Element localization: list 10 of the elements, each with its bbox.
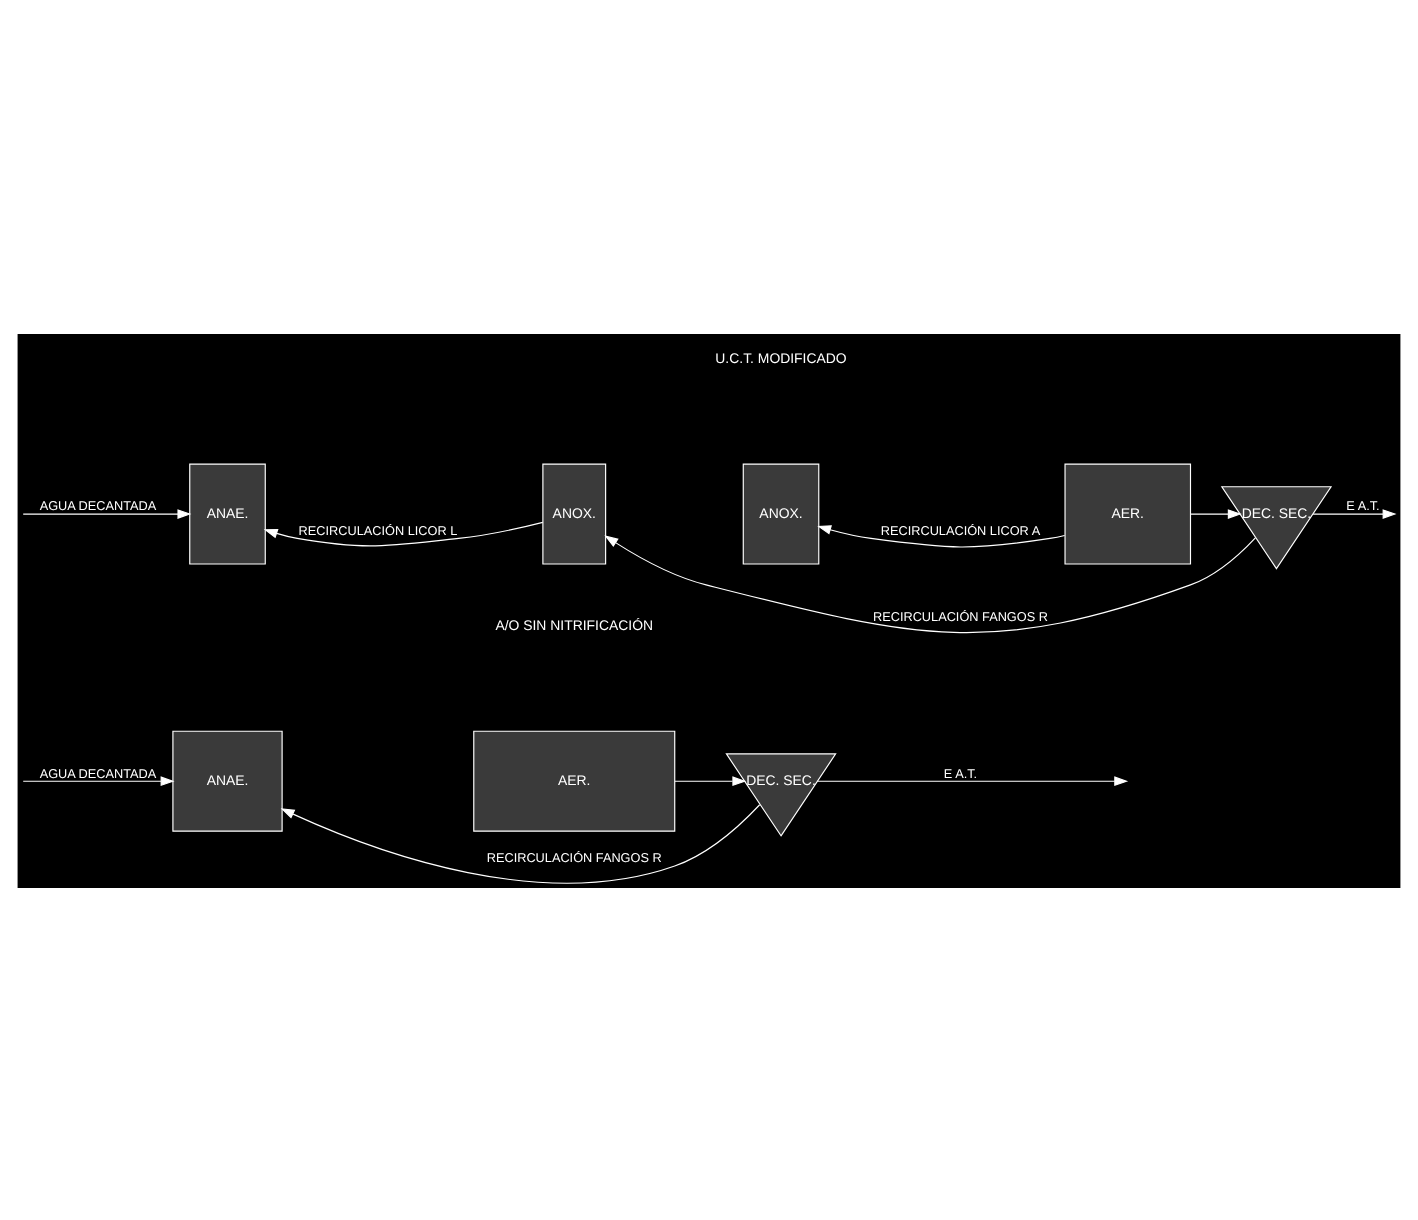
arrow	[674, 775, 747, 786]
arrow	[1312, 508, 1397, 518]
arrow	[280, 803, 761, 883]
arrow	[816, 775, 1129, 786]
arrow	[1190, 508, 1242, 518]
arrow	[604, 534, 1256, 632]
arrow	[263, 520, 544, 546]
arrow	[817, 524, 1066, 547]
arrow	[22, 508, 192, 518]
arrow	[22, 775, 175, 786]
